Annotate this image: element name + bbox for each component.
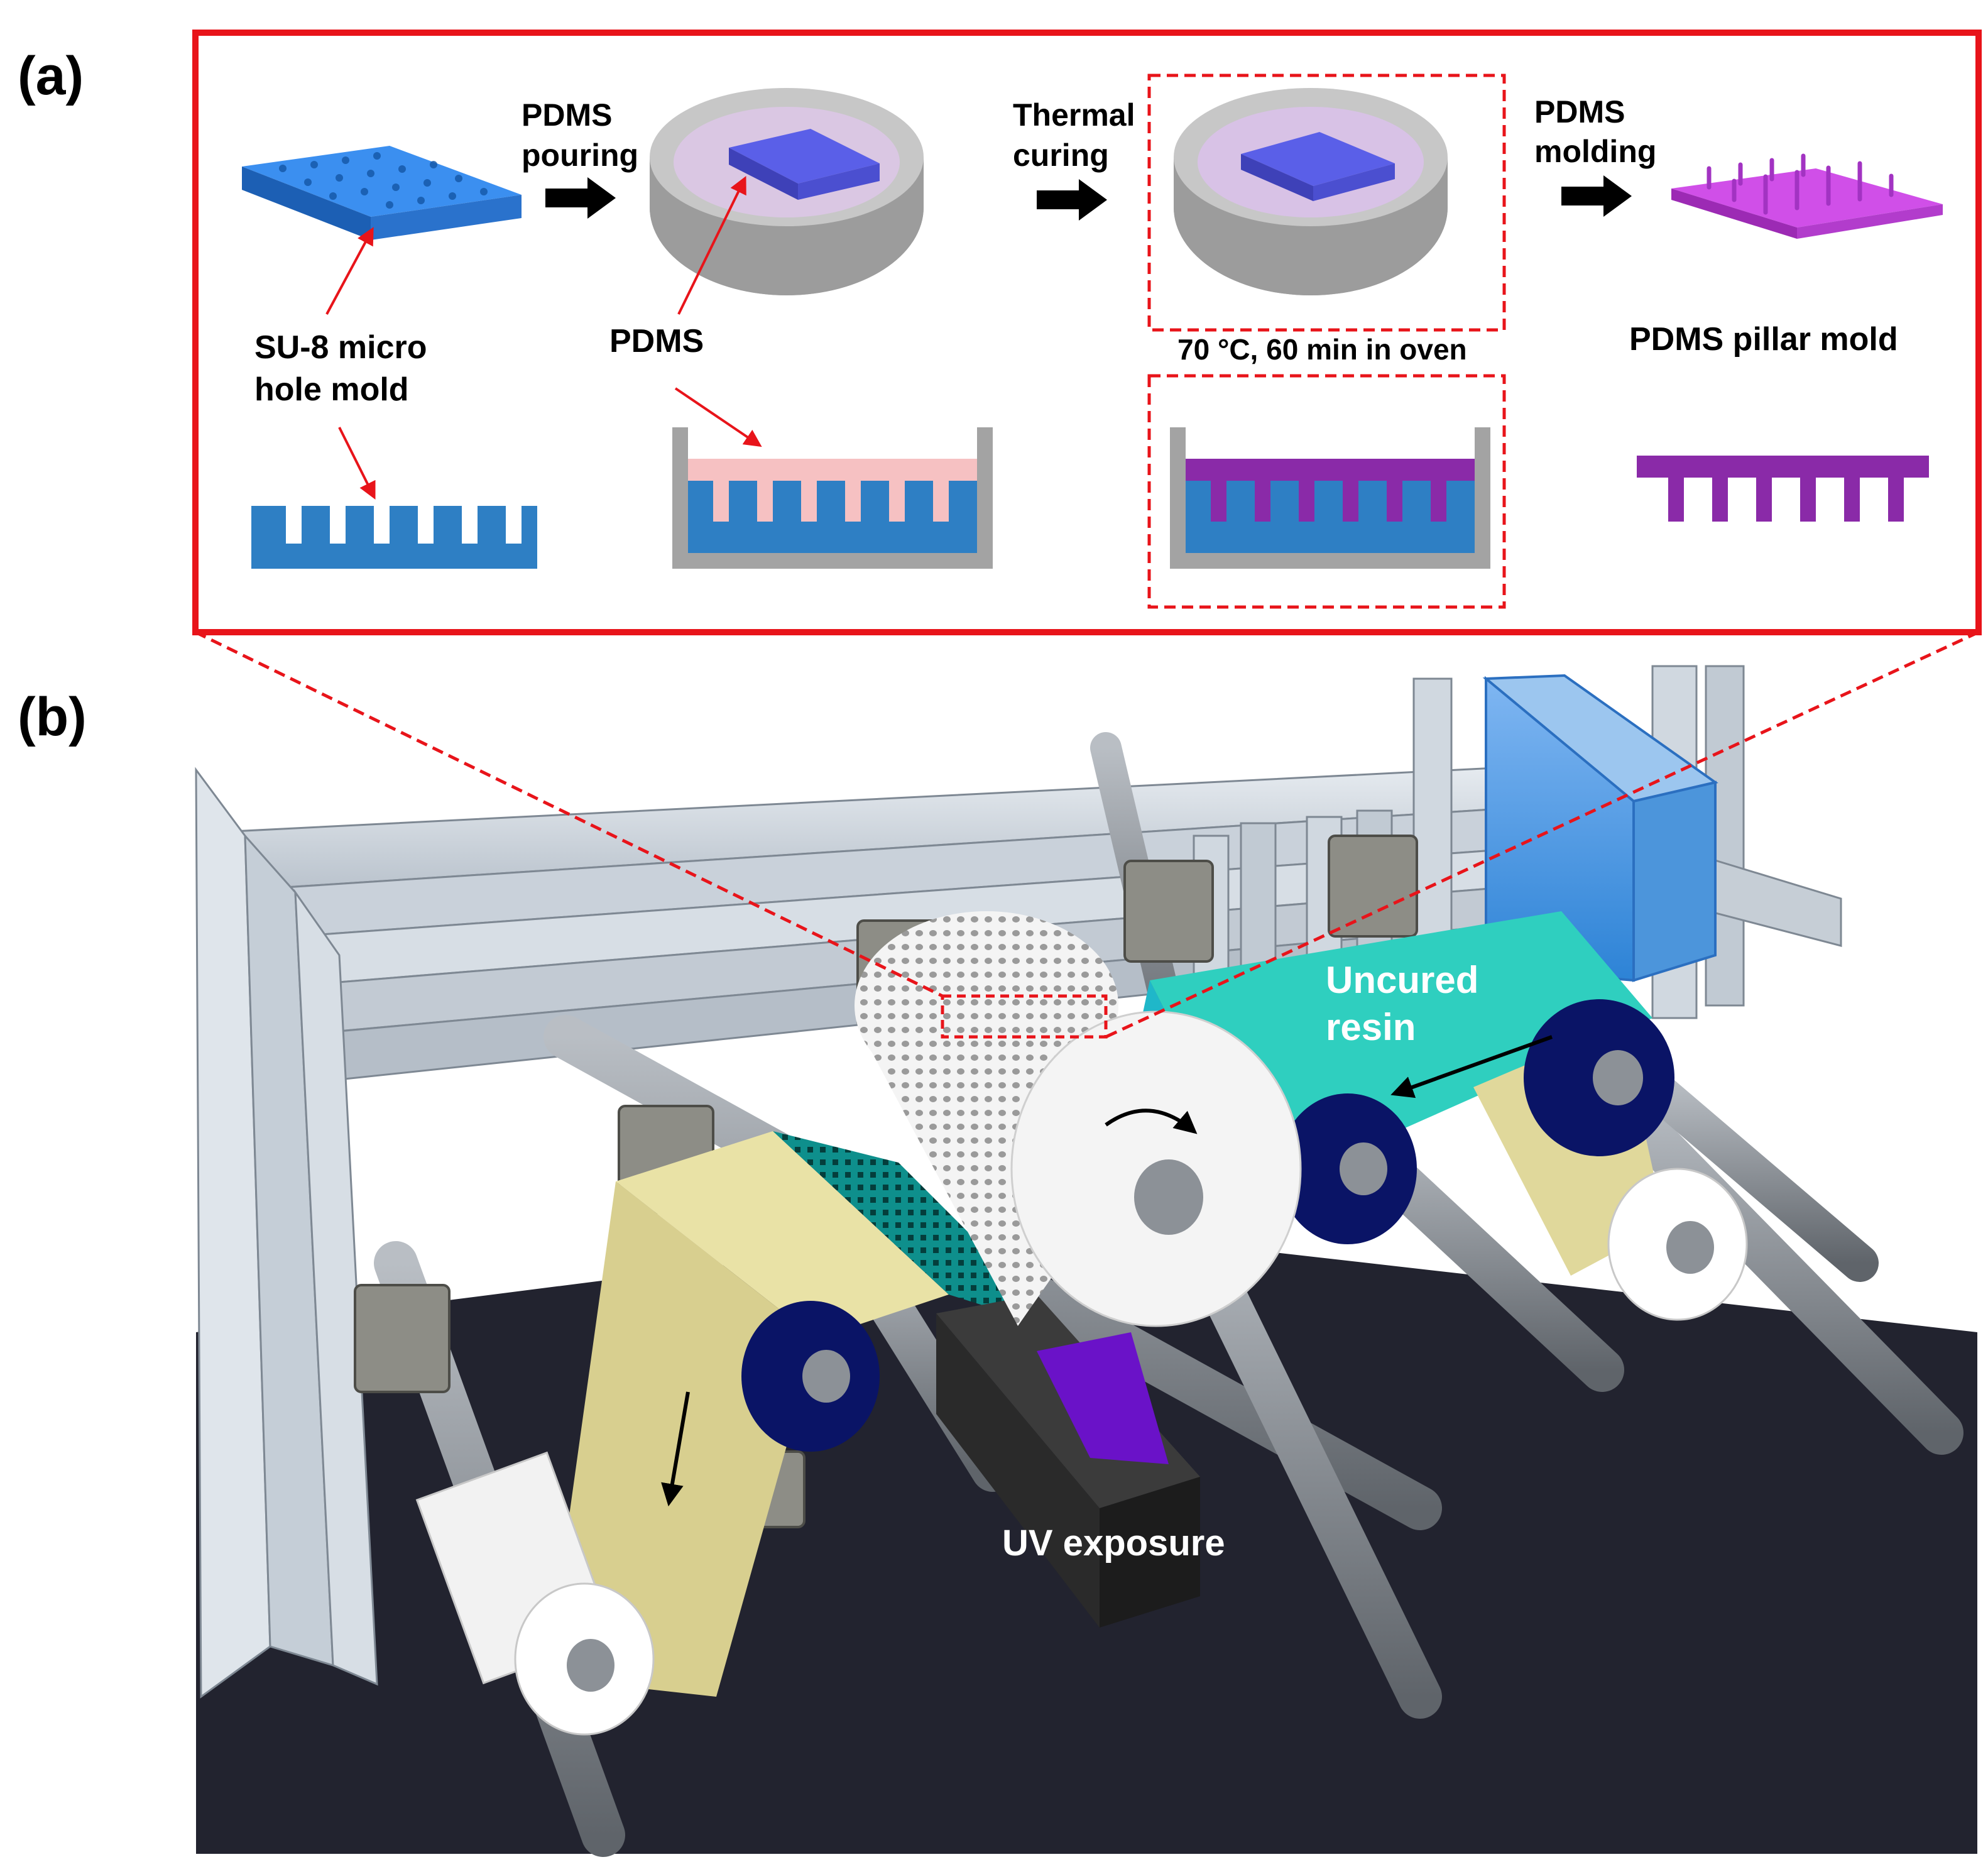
panel-b-label: (b) <box>18 687 87 747</box>
su8-mold-3d <box>242 146 522 240</box>
step-arrow-3 <box>1561 175 1632 217</box>
panel-a-label: (a) <box>18 46 84 106</box>
step1-label-line1: PDMS <box>522 97 612 133</box>
pdms-label: PDMS <box>609 323 704 359</box>
step2-label-line1: Thermal <box>1013 97 1135 133</box>
pointer-arrow-pdms-3d <box>677 175 746 315</box>
pointer-arrow-su8-3d <box>325 227 374 315</box>
roll-to-roll-machine: Uncured resin UV exposure <box>195 665 1977 1857</box>
step-arrow-1 <box>545 177 616 219</box>
petri-dish-pouring <box>650 88 924 295</box>
guide-rollers <box>741 999 1674 1452</box>
rotation-arrow <box>1105 1109 1198 1134</box>
patterned-film <box>773 1131 1068 1332</box>
film-direction-arrow <box>661 1391 690 1507</box>
pointer-arrow-su8-section <box>338 427 376 500</box>
highlight-curing-3d <box>1147 74 1506 332</box>
uncured-label-line2: resin <box>1326 1006 1416 1048</box>
pillar-mold-section <box>1637 456 1929 522</box>
panel-a-frame <box>192 30 1982 635</box>
resin-tank <box>1482 674 1718 982</box>
pdms-pour-section <box>672 427 993 569</box>
su8-label-line1: SU-8 micro <box>254 329 427 366</box>
oven-label: 70 °C, 60 min in oven <box>1177 333 1467 366</box>
pointer-arrow-pdms-section <box>674 387 762 447</box>
resin-direction-arrow <box>1390 1035 1553 1098</box>
uv-lamp <box>936 1295 1200 1628</box>
petri-dish-curing <box>1174 88 1448 295</box>
zoom-connector-left <box>194 630 944 998</box>
uncured-label-line1: Uncured <box>1326 959 1478 1001</box>
white-rollers <box>415 1168 1748 1736</box>
step-arrow-2 <box>1037 179 1107 221</box>
step1-label-line2: pouring <box>522 138 638 173</box>
step2-label-line2: curing <box>1013 138 1109 173</box>
pdms-pillar-3d <box>1671 153 1943 239</box>
pdms-cured-section <box>1170 427 1490 569</box>
pillar-mold-label: PDMS pillar mold <box>1629 321 1898 358</box>
pillar-drum-roller <box>855 911 1302 1327</box>
step-arrows <box>545 175 1632 221</box>
uv-exposure-label: UV exposure <box>1002 1523 1225 1564</box>
film-strip-top <box>616 1131 949 1339</box>
su8-mold-section <box>251 506 537 569</box>
su8-label-line2: hole mold <box>254 371 409 408</box>
highlight-curing-section <box>1147 374 1506 609</box>
step3-label-line1: PDMS <box>1534 94 1625 129</box>
step3-label-line2: molding <box>1534 134 1656 169</box>
zoom-connector-right <box>1105 630 1980 1039</box>
